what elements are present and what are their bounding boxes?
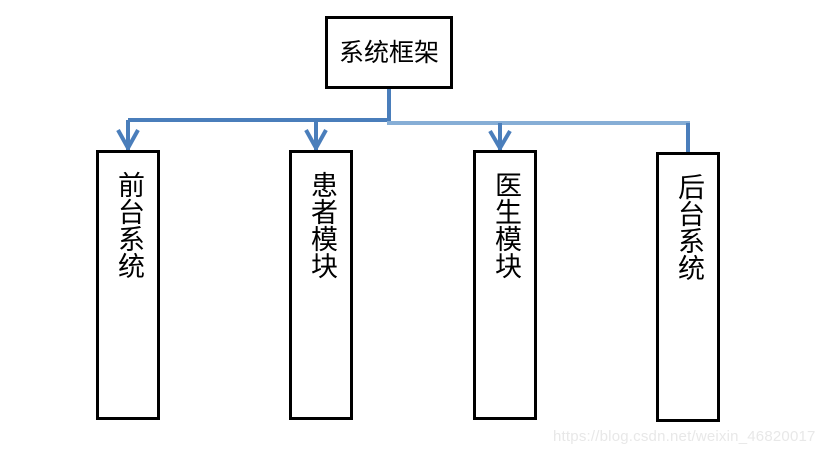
node-label-backend-system: 后台系统 xyxy=(673,173,704,281)
node-label-doctor-module: 医生模块 xyxy=(490,171,521,279)
node-label-patient-module: 患者模块 xyxy=(306,171,337,279)
node-front-desk-system[interactable]: 前台系统 xyxy=(96,150,160,420)
node-doctor-module[interactable]: 医生模块 xyxy=(473,150,537,420)
node-patient-module[interactable]: 患者模块 xyxy=(289,150,353,420)
arrowhead-1-icon xyxy=(116,129,140,153)
node-backend-system[interactable]: 后台系统 xyxy=(656,152,720,422)
node-system-framework[interactable]: 系统框架 xyxy=(325,16,453,89)
arrowhead-2-icon xyxy=(304,129,328,153)
watermark-url: https://blog.csdn.net/weixin_46820017 xyxy=(553,428,816,445)
arrowhead-3-icon xyxy=(488,129,512,152)
node-label-system-framework: 系统框架 xyxy=(338,38,439,67)
node-label-front-desk-system: 前台系统 xyxy=(113,171,144,279)
